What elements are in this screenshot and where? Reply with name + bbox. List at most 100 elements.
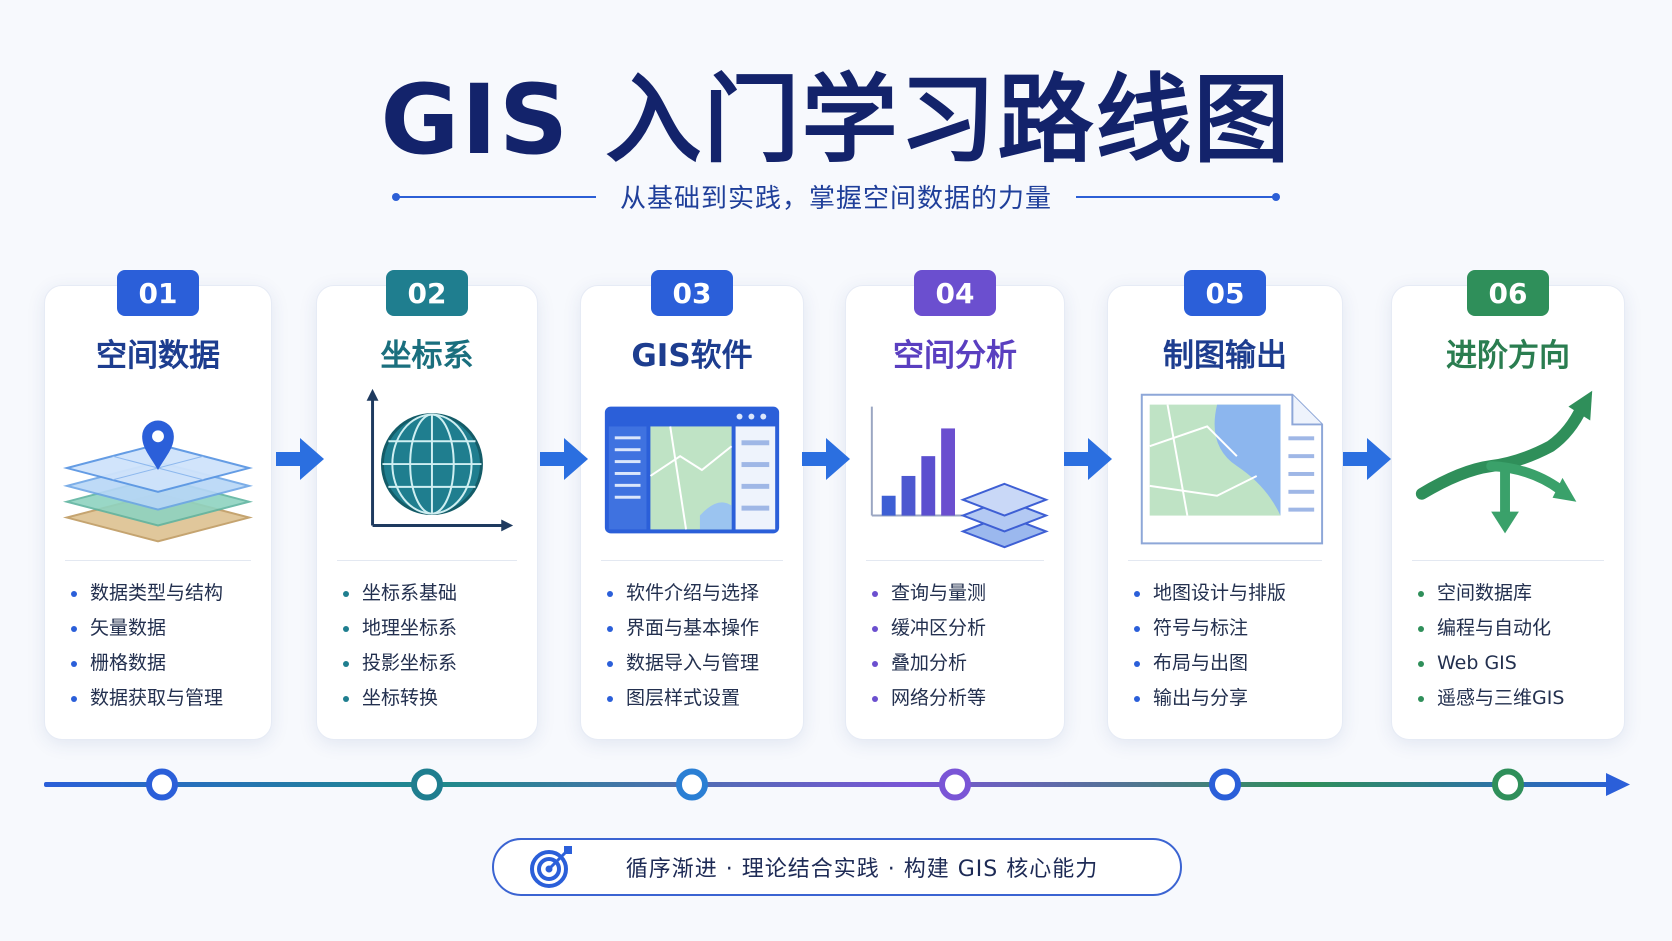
right-arrow-icon [540, 438, 588, 480]
list-item: 投影坐标系 [343, 646, 529, 681]
list-item: 界面与基本操作 [607, 611, 795, 646]
bullet-icon [1418, 590, 1424, 597]
subtitle-line-right [1076, 192, 1280, 201]
right-arrow-icon [276, 438, 324, 480]
map-layers-pin-icon [55, 386, 261, 556]
target-icon [530, 846, 572, 888]
divider [337, 560, 517, 561]
list-item: 输出与分享 [1134, 681, 1334, 716]
list-item: 地图设计与排版 [1134, 576, 1334, 611]
timeline-node [1209, 768, 1241, 801]
step-card-1: 01 空间数据 数据类型与结构 矢量数据 栅格数据 数据获取与管理 [44, 270, 272, 740]
step-items: 软件介绍与选择 界面与基本操作 数据导入与管理 图层样式设置 [607, 576, 795, 716]
list-item: 叠加分析 [872, 646, 1056, 681]
list-item: 查询与量测 [872, 576, 1056, 611]
step-card-6: 06 进阶方向 空间数据库 编程与自动化 Web GIS 遥感与三维GIS [1391, 270, 1625, 740]
step-number-badge: 02 [386, 270, 468, 316]
globe-axes-icon [327, 386, 527, 556]
list-item: 软件介绍与选择 [607, 576, 795, 611]
page-title: GIS 入门学习路线图 [380, 64, 1292, 176]
step-title: 进阶方向 [1446, 338, 1570, 374]
list-item: 矢量数据 [71, 611, 263, 646]
step-card-3: 03 GIS软件 软件介绍与选择 界面与基本操作 [580, 270, 804, 740]
bullet-icon [71, 695, 77, 702]
list-item: 编程与自动化 [1418, 611, 1616, 646]
map-document-icon [1118, 386, 1332, 556]
page-subtitle: 从基础到实践，掌握空间数据的力量 [619, 184, 1052, 214]
timeline-node [939, 768, 971, 801]
step-number-badge: 03 [651, 270, 733, 316]
bullet-icon [343, 590, 349, 597]
list-item: 缓冲区分析 [872, 611, 1056, 646]
step-number-badge: 05 [1184, 270, 1266, 316]
list-item: 栅格数据 [71, 646, 263, 681]
bullet-icon [71, 625, 77, 632]
bullet-icon [872, 590, 878, 597]
bullet-icon [343, 660, 349, 667]
step-items: 数据类型与结构 矢量数据 栅格数据 数据获取与管理 [71, 576, 263, 716]
step-title: GIS软件 [631, 338, 753, 374]
progress-timeline [44, 768, 1630, 801]
bullet-icon [1418, 625, 1424, 632]
step-title: 空间分析 [893, 338, 1017, 374]
bullet-icon [343, 695, 349, 702]
step-title: 空间数据 [96, 338, 220, 374]
list-item: 空间数据库 [1418, 576, 1616, 611]
step-number-badge: 04 [914, 270, 996, 316]
step-number-badge: 01 [117, 270, 199, 316]
timeline-node [146, 768, 178, 801]
list-item: 遥感与三维GIS [1418, 681, 1616, 716]
list-item: 数据类型与结构 [71, 576, 263, 611]
step-card-5: 05 制图输出 地图设计与排版 符号与标注 布局与出图 输出与分享 [1107, 270, 1343, 740]
bullet-icon [1134, 660, 1140, 667]
bullet-icon [343, 625, 349, 632]
step-title: 坐标系 [380, 338, 474, 374]
step-items: 坐标系基础 地理坐标系 投影坐标系 坐标转换 [343, 576, 529, 716]
bullet-icon [607, 625, 613, 632]
list-item: 符号与标注 [1134, 611, 1334, 646]
bullet-icon [1134, 695, 1140, 702]
step-title: 制图输出 [1163, 338, 1287, 374]
divider [601, 560, 783, 561]
step-card-4: 04 空间分析 查询与量测 缓冲区分析 叠加分析 网络分析等 [845, 270, 1065, 740]
step-card-2: 02 坐标系 坐标系基础 地理坐标系 投影坐标系 坐标转换 [316, 270, 538, 740]
bullet-icon [71, 660, 77, 667]
gis-software-window-icon [591, 386, 793, 556]
branching-arrows-icon [1402, 386, 1614, 556]
bullet-icon [872, 625, 878, 632]
bullet-icon [1418, 695, 1424, 702]
subtitle-line-left [391, 192, 596, 201]
list-item: 布局与出图 [1134, 646, 1334, 681]
right-arrow-icon [1064, 438, 1112, 480]
list-item: 坐标转换 [343, 681, 529, 716]
list-item: 地理坐标系 [343, 611, 529, 646]
timeline-node [411, 768, 443, 801]
bullet-icon [607, 695, 613, 702]
step-items: 空间数据库 编程与自动化 Web GIS 遥感与三维GIS [1418, 576, 1616, 716]
bullet-icon [1418, 660, 1424, 667]
bullet-icon [607, 590, 613, 597]
divider [1128, 560, 1322, 561]
divider [866, 560, 1044, 561]
bullet-icon [872, 660, 878, 667]
bullet-icon [1134, 590, 1140, 597]
bullet-icon [1134, 625, 1140, 632]
footer-banner: 循序渐进 · 理论结合实践 · 构建 GIS 核心能力 [492, 838, 1182, 896]
timeline-node [676, 768, 708, 801]
divider [65, 560, 251, 561]
divider [1412, 560, 1604, 561]
step-number-badge: 06 [1467, 270, 1549, 316]
footer-text: 循序渐进 · 理论结合实践 · 构建 GIS 核心能力 [625, 857, 1099, 882]
right-arrow-icon [802, 438, 850, 480]
list-item: 坐标系基础 [343, 576, 529, 611]
bar-chart-layers-icon [856, 386, 1054, 556]
list-item: 数据导入与管理 [607, 646, 795, 681]
step-items: 查询与量测 缓冲区分析 叠加分析 网络分析等 [872, 576, 1056, 716]
list-item: 图层样式设置 [607, 681, 795, 716]
timeline-node [1492, 768, 1524, 801]
right-arrow-icon [1343, 438, 1391, 480]
step-items: 地图设计与排版 符号与标注 布局与出图 输出与分享 [1134, 576, 1334, 716]
list-item: 网络分析等 [872, 681, 1056, 716]
subtitle-row: 从基础到实践，掌握空间数据的力量 [0, 178, 1672, 215]
list-item: Web GIS [1418, 646, 1616, 681]
